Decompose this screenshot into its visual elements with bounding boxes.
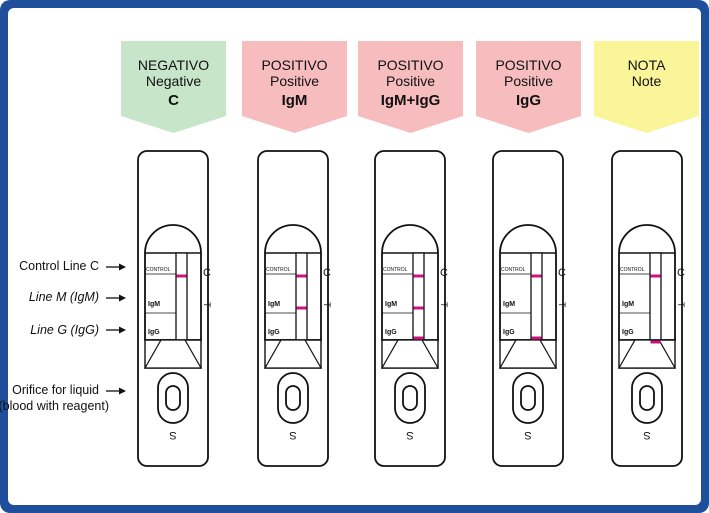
t-mark: T [322, 302, 332, 308]
result-window [381, 224, 439, 341]
igg-line-low [650, 340, 661, 344]
result-window [499, 224, 557, 341]
header-positive-igm: POSITIVO Positive IgM [242, 41, 347, 133]
header-line3: IgM [281, 92, 308, 109]
label-orifice-2: (blood with reagent) [0, 399, 109, 413]
header-positive-igm-igg: POSITIVO Positive IgM+IgG [358, 41, 463, 133]
pointer-arrow [106, 294, 126, 302]
test-strip [530, 252, 543, 341]
control-line [650, 274, 661, 278]
header-line3: C [168, 92, 179, 109]
igg-line [413, 336, 424, 340]
igm-text: IgM [503, 301, 515, 308]
header-shape [121, 41, 226, 133]
header-shape [476, 41, 581, 133]
label-line-m: Line M (IgM) [28, 290, 99, 304]
header-line1: NOTA [627, 57, 666, 73]
igg-line [531, 336, 542, 340]
test-cassette: CONTROL IgM IgG C T S [257, 150, 332, 467]
result-window [144, 224, 202, 341]
header-line3: IgG [516, 92, 541, 109]
header-positive-igg: POSITIVO Positive IgG [476, 41, 581, 133]
control-line [531, 274, 542, 278]
s-mark: S [406, 429, 413, 441]
igm-text: IgM [385, 301, 397, 308]
control-text: CONTROL [146, 267, 171, 273]
sample-well-inner [285, 385, 301, 411]
sample-well-inner [639, 385, 655, 411]
diagram-canvas: NEGATIVO Negative C POSITIVO Positive Ig… [0, 8, 701, 505]
test-cassette: CONTROL IgM IgG C T S [492, 150, 567, 467]
result-window [264, 224, 322, 341]
pointer-arrow [106, 387, 126, 395]
c-mark: C [558, 267, 566, 279]
control-line [296, 274, 307, 278]
test-strip [175, 252, 188, 341]
header-shapes [121, 41, 699, 133]
c-mark: C [440, 267, 448, 279]
test-strip [412, 252, 425, 341]
s-mark: S [289, 429, 296, 441]
header-line2: Positive [269, 73, 320, 89]
sample-well-inner [520, 385, 536, 411]
test-strip [295, 252, 308, 341]
test-strip [649, 252, 662, 341]
igg-text: IgG [622, 329, 634, 336]
c-mark: C [203, 267, 211, 279]
header-shape [242, 41, 347, 133]
igm-line [296, 306, 307, 310]
control-line [413, 274, 424, 278]
s-mark: S [524, 429, 531, 441]
igg-text: IgG [385, 329, 397, 336]
pointer-arrow [106, 326, 126, 334]
header-line1: POSITIVO [495, 57, 562, 73]
test-devices: CONTROL IgM IgG C T S CONTROL IgM IgG C T S CONTROL I… [106, 150, 686, 467]
igm-line [413, 306, 424, 310]
sample-well-inner [165, 385, 181, 411]
control-text: CONTROL [383, 267, 408, 273]
header-line2: Positive [503, 73, 554, 89]
t-mark: T [557, 302, 567, 308]
s-mark: S [643, 429, 650, 441]
igm-text: IgM [622, 301, 634, 308]
igg-text: IgG [503, 329, 515, 336]
header-line1: POSITIVO [377, 57, 444, 73]
t-mark: T [676, 302, 686, 308]
t-mark: T [439, 302, 449, 308]
header-line2: Note [631, 73, 662, 89]
result-window [618, 224, 676, 341]
header-line2: Positive [385, 73, 436, 89]
test-cassette: CONTROL IgM IgG C T S [374, 150, 449, 467]
test-cassette: CONTROL IgM IgG C T S [137, 150, 212, 467]
pointer-arrow [106, 263, 126, 271]
c-mark: C [677, 267, 685, 279]
header-shape [594, 41, 699, 133]
header-line3: IgM+IgG [380, 92, 441, 109]
c-mark: C [323, 267, 331, 279]
t-mark: T [202, 302, 212, 308]
control-line [176, 274, 187, 278]
header-line1: NEGATIVO [137, 57, 210, 73]
s-mark: S [169, 429, 176, 441]
sample-well-inner [402, 385, 418, 411]
header-shape [358, 41, 463, 133]
label-control-line: Control Line C [19, 259, 99, 273]
control-text: CONTROL [266, 267, 291, 273]
label-line-g: Line G (IgG) [30, 323, 99, 337]
test-cassette: CONTROL IgM IgG C T S [611, 150, 686, 467]
igg-text: IgG [268, 329, 280, 336]
control-text: CONTROL [620, 267, 645, 273]
header-line1: POSITIVO [261, 57, 328, 73]
control-text: CONTROL [501, 267, 526, 273]
igm-text: IgM [148, 301, 160, 308]
label-orifice-1: Orifice for liquid [12, 383, 99, 397]
header-negative: NEGATIVO Negative C [121, 41, 226, 133]
header-line2: Negative [145, 73, 202, 89]
header-note: NOTA Note [594, 41, 699, 133]
igg-text: IgG [148, 329, 160, 336]
igm-text: IgM [268, 301, 280, 308]
